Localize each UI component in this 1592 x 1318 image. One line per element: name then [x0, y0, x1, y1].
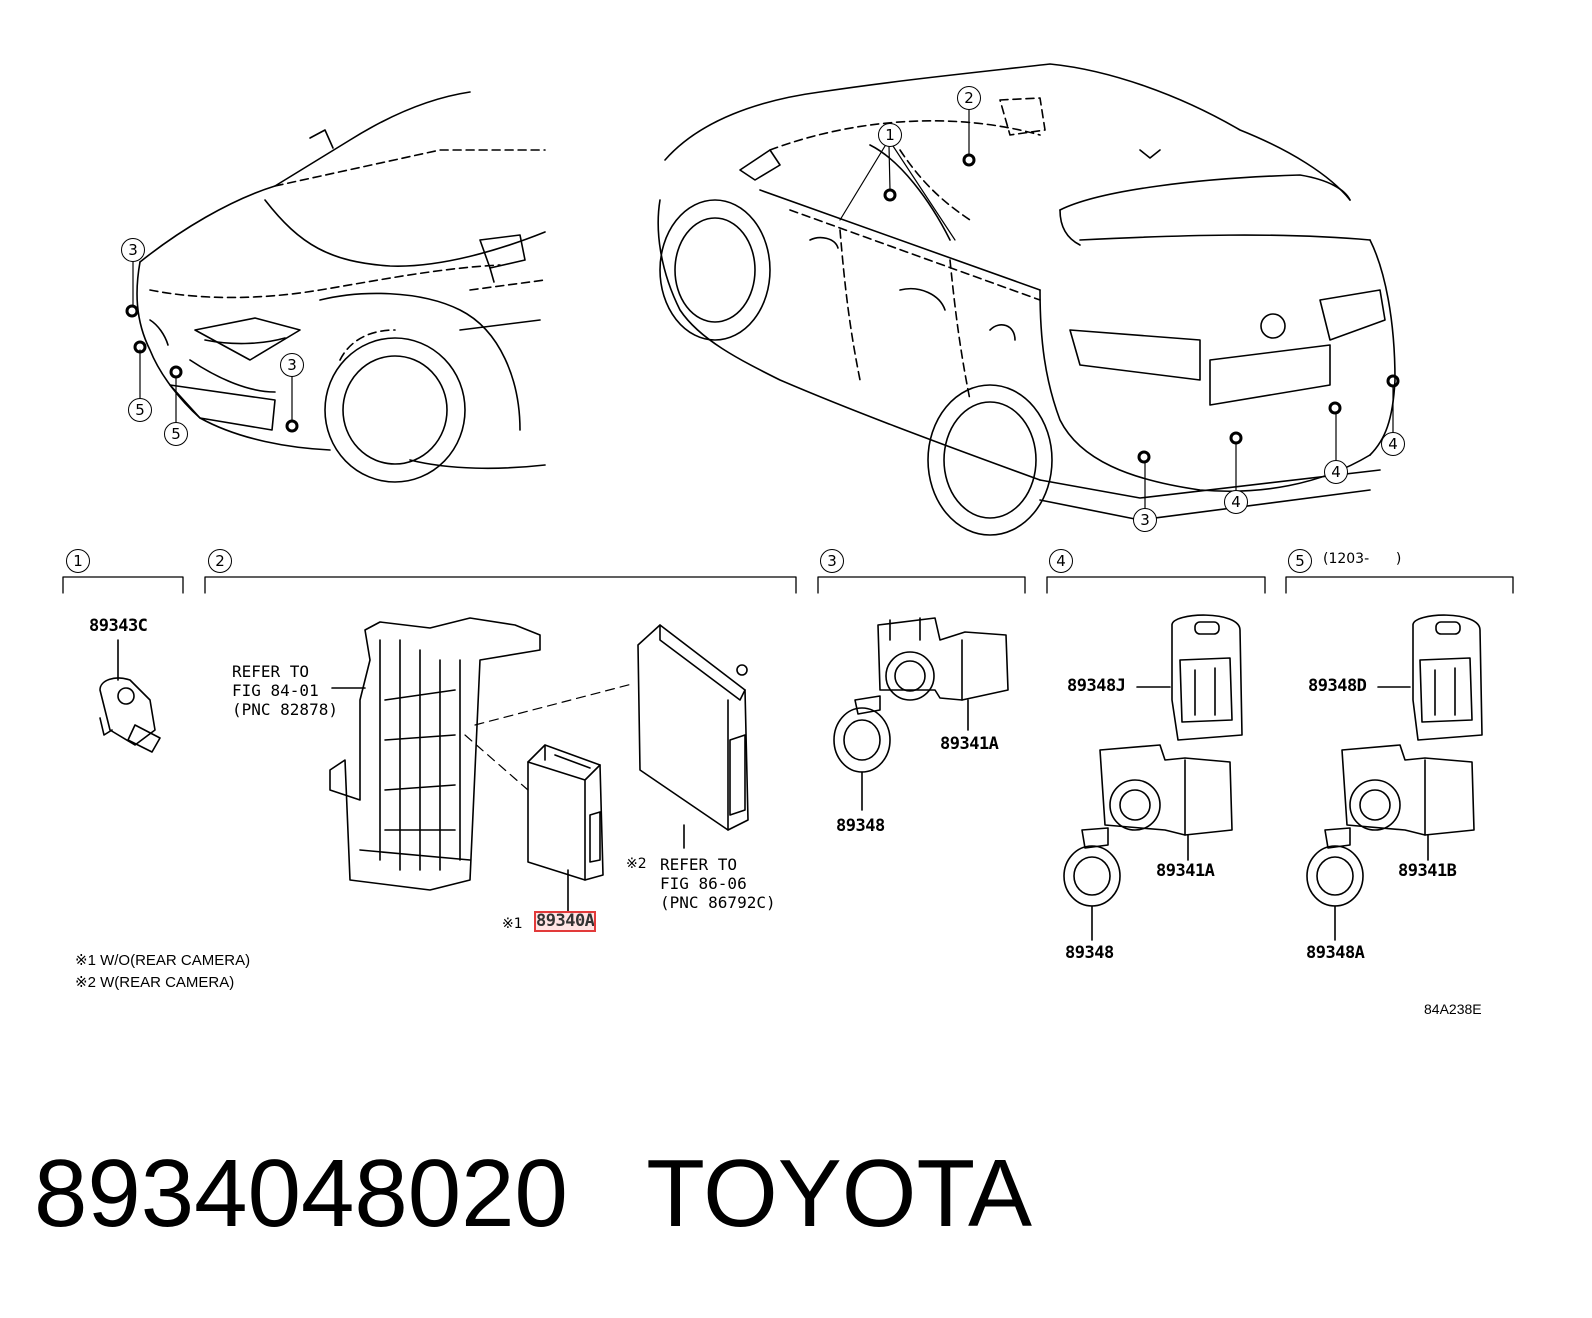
- callout-1-cabin: 1: [878, 123, 902, 147]
- part-label-89348A[interactable]: 89348A: [1306, 943, 1365, 963]
- part-label-89341A-s3[interactable]: 89341A: [940, 734, 999, 754]
- part-label-89341A-s4[interactable]: 89341A: [1156, 861, 1215, 881]
- retainer-89348J-drawing: [1136, 614, 1243, 741]
- callout-4-rear-center: 4: [1224, 490, 1248, 514]
- callout-4-rear-right: 4: [1324, 460, 1348, 484]
- section-2-number: 2: [208, 549, 232, 573]
- section-5-number: 5: [1288, 549, 1312, 573]
- callout-3-front-left: 3: [121, 238, 145, 262]
- sensor-89341B-drawing: [1341, 744, 1475, 861]
- bezel-89348-s4-drawing: [1063, 827, 1121, 941]
- callout-leaders: [132, 107, 1394, 509]
- callout-3-rear: 3: [1133, 508, 1157, 532]
- diagram-code: 84A238E: [1424, 1001, 1482, 1017]
- part-label-89348J[interactable]: 89348J: [1067, 676, 1126, 696]
- part-note-mark-1: ※1: [502, 916, 523, 932]
- callout-5-front-right: 5: [164, 422, 188, 446]
- sensor-89341A-s4-drawing: [1099, 744, 1233, 861]
- sensor-points: [125, 153, 1400, 464]
- part-label-89341B[interactable]: 89341B: [1398, 861, 1457, 881]
- bezel-89348A-drawing: [1306, 827, 1364, 941]
- ecu-89340A-drawing: [464, 683, 633, 913]
- footer-brand: TOYOTA: [646, 1140, 1033, 1247]
- callout-5-front-left: 5: [128, 398, 152, 422]
- part-label-89343C[interactable]: 89343C: [89, 616, 148, 636]
- refer-fig-86-06: REFER TO FIG 86-06 (PNC 86792C): [660, 855, 776, 912]
- part-label-89348-s4[interactable]: 89348: [1065, 943, 1114, 963]
- bezel-89348-s3-drawing: [833, 695, 891, 811]
- section-1-number: 1: [66, 549, 90, 573]
- footnote-1: ※1 W/O(REAR CAMERA): [75, 952, 251, 969]
- section-brackets: [62, 576, 1514, 594]
- footer-title: 8934048020 TOYOTA: [34, 1146, 1032, 1242]
- part-label-89348D[interactable]: 89348D: [1308, 676, 1367, 696]
- callout-2-cabin: 2: [957, 86, 981, 110]
- ecu-rear-camera-drawing: [637, 624, 749, 849]
- part-89343C-drawing: [99, 639, 161, 753]
- refer-note-mark-2: ※2: [626, 856, 647, 872]
- section-4-number: 4: [1049, 549, 1073, 573]
- section-3-number: 3: [820, 549, 844, 573]
- footer-part-number: 8934048020: [34, 1140, 568, 1247]
- part-label-89340A-highlighted[interactable]: 89340A: [533, 911, 597, 932]
- sensor-89341A-s3-drawing: [877, 617, 1009, 731]
- footnote-2: ※2 W(REAR CAMERA): [75, 974, 235, 991]
- section-5-date-range: (1203- ): [1323, 551, 1402, 567]
- callout-4-rear-corner: 4: [1381, 432, 1405, 456]
- retainer-89348D-drawing: [1377, 614, 1483, 741]
- front-car-illustration: [136, 91, 546, 483]
- refer-fig-84-01: REFER TO FIG 84-01 (PNC 82878): [232, 662, 338, 719]
- callout-3-front-corner: 3: [280, 353, 304, 377]
- rear-car-illustration: [657, 63, 1396, 536]
- part-label-89348-s3[interactable]: 89348: [836, 816, 885, 836]
- bracket-drawing: [329, 617, 541, 891]
